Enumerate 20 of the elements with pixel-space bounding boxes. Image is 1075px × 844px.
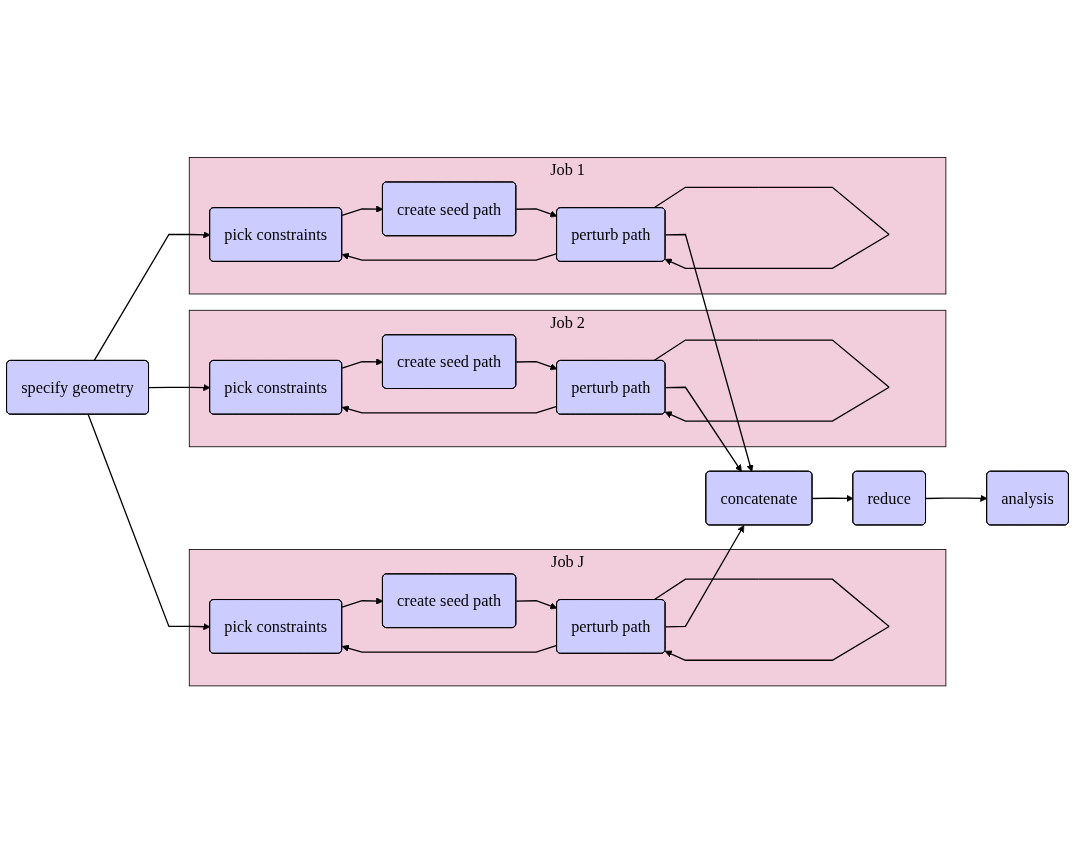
arrow — [341, 358, 384, 369]
arrow — [653, 339, 890, 423]
arrow — [664, 234, 754, 473]
arrow — [341, 645, 558, 653]
arrow — [811, 495, 854, 503]
arrow — [925, 495, 988, 503]
arrow — [341, 205, 384, 217]
arrow — [87, 414, 211, 631]
arrow — [664, 525, 745, 628]
arrow — [653, 578, 890, 662]
arrow — [515, 600, 558, 610]
arrow — [515, 361, 558, 371]
arrow — [341, 405, 558, 414]
arrow — [653, 186, 890, 270]
arrow — [148, 384, 211, 392]
arrow — [515, 208, 558, 218]
arrow — [664, 386, 742, 473]
arrow — [93, 231, 211, 362]
arrow — [341, 597, 384, 609]
arrow — [341, 253, 558, 262]
